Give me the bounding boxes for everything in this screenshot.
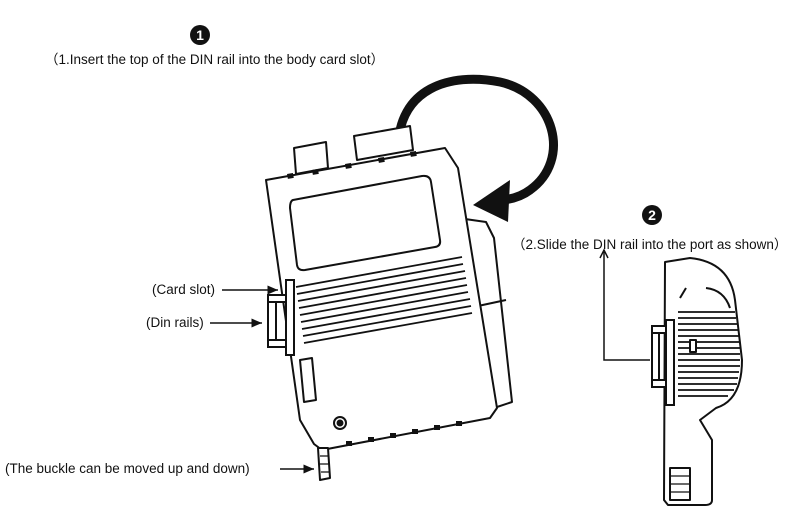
vent-ribs (295, 256, 473, 344)
device-side-body (663, 257, 743, 506)
display-window (289, 174, 442, 272)
step-2-instruction: （2.Slide the DIN rail into the port as s… (512, 237, 788, 252)
step-1-badge: 1 (190, 25, 210, 45)
buckle-callout: (The buckle can be moved up and down) (5, 461, 250, 476)
device-step-1 (265, 125, 513, 481)
din-rails-callout: (Din rails) (146, 315, 204, 330)
device-step-2 (663, 257, 743, 506)
din-rail-step-2 (651, 319, 675, 406)
card-slot-callout: (Card slot) (152, 282, 216, 297)
step-2-leader-line (603, 252, 650, 361)
step-2-badge: 2 (642, 205, 662, 225)
step-1-instruction: （1.Insert the top of the DIN rail into t… (45, 52, 385, 67)
side-ribs (678, 311, 740, 397)
rotation-arrow (393, 74, 558, 222)
callout-arrows (210, 285, 314, 474)
din-rail-step-1 (267, 279, 295, 356)
